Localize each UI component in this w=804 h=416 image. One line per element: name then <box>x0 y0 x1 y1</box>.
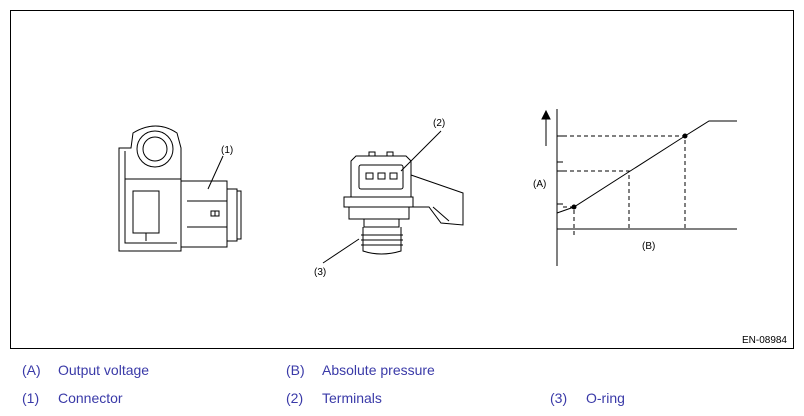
legend-text: O-ring <box>586 390 625 406</box>
graph-point-high <box>682 133 688 139</box>
figure-id: EN-08984 <box>741 335 787 346</box>
legend-text: Output voltage <box>58 362 150 378</box>
legend-item-terminals: (2) Terminals <box>286 390 382 406</box>
sensor-illustration: (1) (2) (3) (A) (B) <box>118 109 737 278</box>
sensor-side-view <box>118 125 242 252</box>
callout-oring: (3) <box>314 267 326 278</box>
graph-x-label: (B) <box>642 241 655 252</box>
oring-leader-line <box>322 238 360 264</box>
legend-item-output-voltage: (A) Output voltage <box>22 362 149 378</box>
sensor-front-view <box>343 151 464 255</box>
callout-connector: (1) <box>221 145 233 156</box>
legend-key: (3) <box>550 390 568 406</box>
legend-text: Absolute pressure <box>322 362 435 378</box>
legend-key: (2) <box>286 390 304 406</box>
characteristic-graph <box>541 109 737 266</box>
legend-item-oring: (3) O-ring <box>550 390 625 406</box>
legend-text: Connector <box>58 390 123 406</box>
graph-y-label: (A) <box>533 179 546 190</box>
legend-row-2: (1) Connector (2) Terminals (3) O-ring <box>0 390 804 410</box>
legend-row-1: (A) Output voltage (B) Absolute pressure <box>0 362 804 382</box>
legend-key: (B) <box>286 362 305 378</box>
graph-point-low <box>571 204 577 210</box>
legend-item-connector: (1) Connector <box>22 390 123 406</box>
terminals-leader-line <box>400 130 442 172</box>
legend-key: (A) <box>22 362 41 378</box>
legend-item-absolute-pressure: (B) Absolute pressure <box>286 362 435 378</box>
connector-leader-line <box>207 155 224 190</box>
characteristic-line <box>556 120 737 214</box>
legend-text: Terminals <box>322 390 382 406</box>
legend-key: (1) <box>22 390 40 406</box>
figure-frame: (1) (2) (3) (A) (B) EN-08984 <box>10 10 794 349</box>
callout-terminals: (2) <box>433 118 445 129</box>
